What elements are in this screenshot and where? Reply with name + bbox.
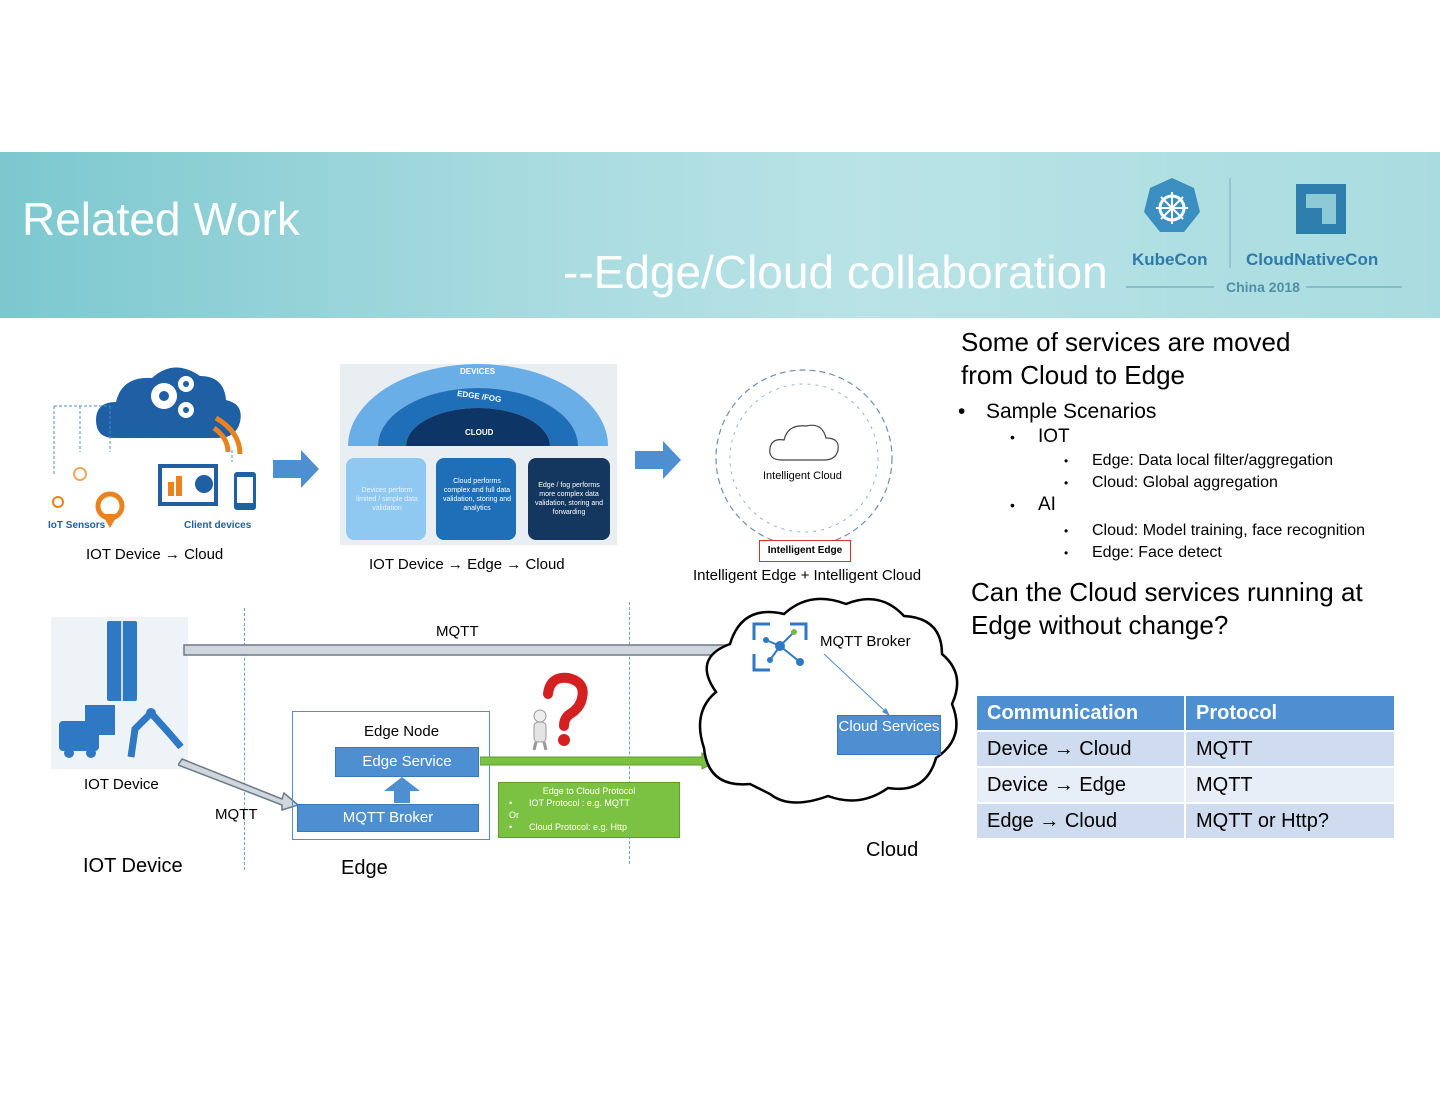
protocol-or: Or (509, 810, 519, 820)
mqtt-bottom-label: MQTT (215, 806, 258, 823)
protocol-item-2: •Cloud Protocol: e.g. Http (509, 822, 628, 832)
edge-to-cloud-arrow (480, 752, 720, 770)
client-devices-label: Client devices (184, 520, 252, 531)
right-arrow-icon (273, 450, 319, 488)
protocol-item-2-text: Cloud Protocol: e.g. Http (529, 822, 628, 832)
table-header: Communication (975, 694, 1186, 732)
diagram2-caption: IOT Device → Edge → Cloud (369, 556, 565, 573)
iot-item: Edge: Data local filter/aggregation (1064, 450, 1428, 472)
edge-node-label: Edge Node (364, 723, 440, 740)
question-mark-icon (532, 672, 588, 751)
broker-to-services-line (823, 653, 890, 716)
mqtt-bottom-arrow (178, 758, 300, 811)
table-cell: Edge → Cloud (975, 802, 1186, 840)
table-cell: Device → Edge (975, 766, 1186, 804)
iot-cloud-illustration (44, 356, 264, 534)
edge-node-box (292, 711, 490, 840)
protocol-box: Edge to Cloud Protocol •IOT Protocol : e… (498, 782, 680, 838)
protocol-title: Edge to Cloud Protocol (542, 786, 636, 796)
mqtt-top-label: MQTT (436, 623, 479, 640)
edge-label: Edge (341, 857, 388, 879)
iot-device-small-label: IOT Device (84, 776, 159, 793)
ai-item: Cloud: Model training, face recognition (1064, 520, 1428, 542)
up-arrow-icon (384, 777, 420, 803)
protocol-item-1-text: IOT Protocol : e.g. MQTT (529, 798, 630, 808)
wifi-icon (212, 425, 231, 453)
cloud-services-box: Cloud Services (837, 715, 941, 755)
diagram1-caption: IOT Device → Cloud (86, 546, 224, 563)
edge-service-box: Edge Service (335, 747, 479, 777)
ai-bullet: AI (1010, 494, 1428, 516)
event-text: China 2018 (1226, 279, 1300, 295)
scenario-bullet: Sample Scenarios (958, 400, 1428, 424)
protocol-item-1: •IOT Protocol : e.g. MQTT (509, 798, 630, 808)
right-heading: Some of services are moved from Cloud to… (961, 327, 1291, 390)
kubecon-text: KubeCon (1132, 250, 1208, 269)
broker-hub-icon (752, 622, 808, 672)
cloud-box-text: Cloud performs complex and full data val… (442, 478, 512, 512)
table-cell: MQTT (1184, 730, 1396, 768)
intelligent-edge-label: Intelligent Edge (759, 540, 851, 562)
iot-device-image (51, 617, 188, 769)
cloud-icon (769, 424, 839, 461)
cloud-label: Cloud (866, 839, 919, 861)
edge-box-text: Edge / fog performs more complex data va… (534, 482, 604, 516)
kubernetes-icon (1126, 178, 1402, 288)
iot-bullet: IOT (1010, 426, 1428, 448)
header-banner (0, 152, 1440, 318)
right-arrow-icon-2 (635, 441, 681, 479)
iot-device-label: IOT Device (83, 855, 183, 877)
table-row: Device → Cloud MQTT (975, 730, 1396, 768)
scenario-list: Sample Scenarios IOT Edge: Data local fi… (958, 400, 1428, 564)
table-row: Device → Edge MQTT (975, 766, 1396, 804)
intelligent-cloud-diagram (704, 360, 904, 560)
cloudnativecon-text: CloudNativeCon (1246, 250, 1379, 269)
separator-line-2 (629, 602, 630, 864)
table-cell: MQTT or Http? (1184, 802, 1396, 840)
page-title: Related Work (22, 193, 300, 245)
intelligent-cloud-label: Intelligent Cloud (763, 470, 842, 482)
ai-item: Edge: Face detect (1064, 542, 1428, 564)
table-cell: MQTT (1184, 766, 1396, 804)
diagram3-caption: Intelligent Edge + Intelligent Cloud (693, 567, 922, 584)
kubecon-logo (1126, 172, 1416, 302)
table-header: Protocol (1184, 694, 1396, 732)
devices-box-text: Devices perform limited / simple data va… (356, 487, 418, 512)
edge-fog-diagram (340, 364, 617, 545)
separator-line (244, 608, 245, 870)
table-header-row: Communication Protocol (975, 694, 1396, 732)
truck-icon (85, 705, 115, 735)
table-row: Edge → Cloud MQTT or Http? (975, 802, 1396, 840)
mqtt-broker-edge-box: MQTT Broker (297, 804, 479, 832)
page-subtitle: --Edge/Cloud collaboration (563, 246, 1108, 298)
ring-devices-label: DEVICES (460, 367, 496, 376)
ring-cloud-label: CLOUD (465, 428, 494, 437)
question-text: Can the Cloud services running at Edge w… (971, 577, 1363, 640)
sensor-icon (52, 496, 64, 508)
protocol-table: Communication Protocol Device → Cloud MQ… (975, 694, 1396, 840)
mqtt-broker-cloud-label: MQTT Broker (820, 633, 911, 650)
mqtt-top-arrow (183, 640, 760, 660)
iot-item: Cloud: Global aggregation (1064, 472, 1428, 494)
robot-arm-icon (127, 707, 184, 758)
table-cell: Device → Cloud (975, 730, 1186, 768)
cloud-server-label: Cloud Server (127, 426, 190, 437)
iot-sensors-label: IoT Sensors (48, 520, 106, 531)
